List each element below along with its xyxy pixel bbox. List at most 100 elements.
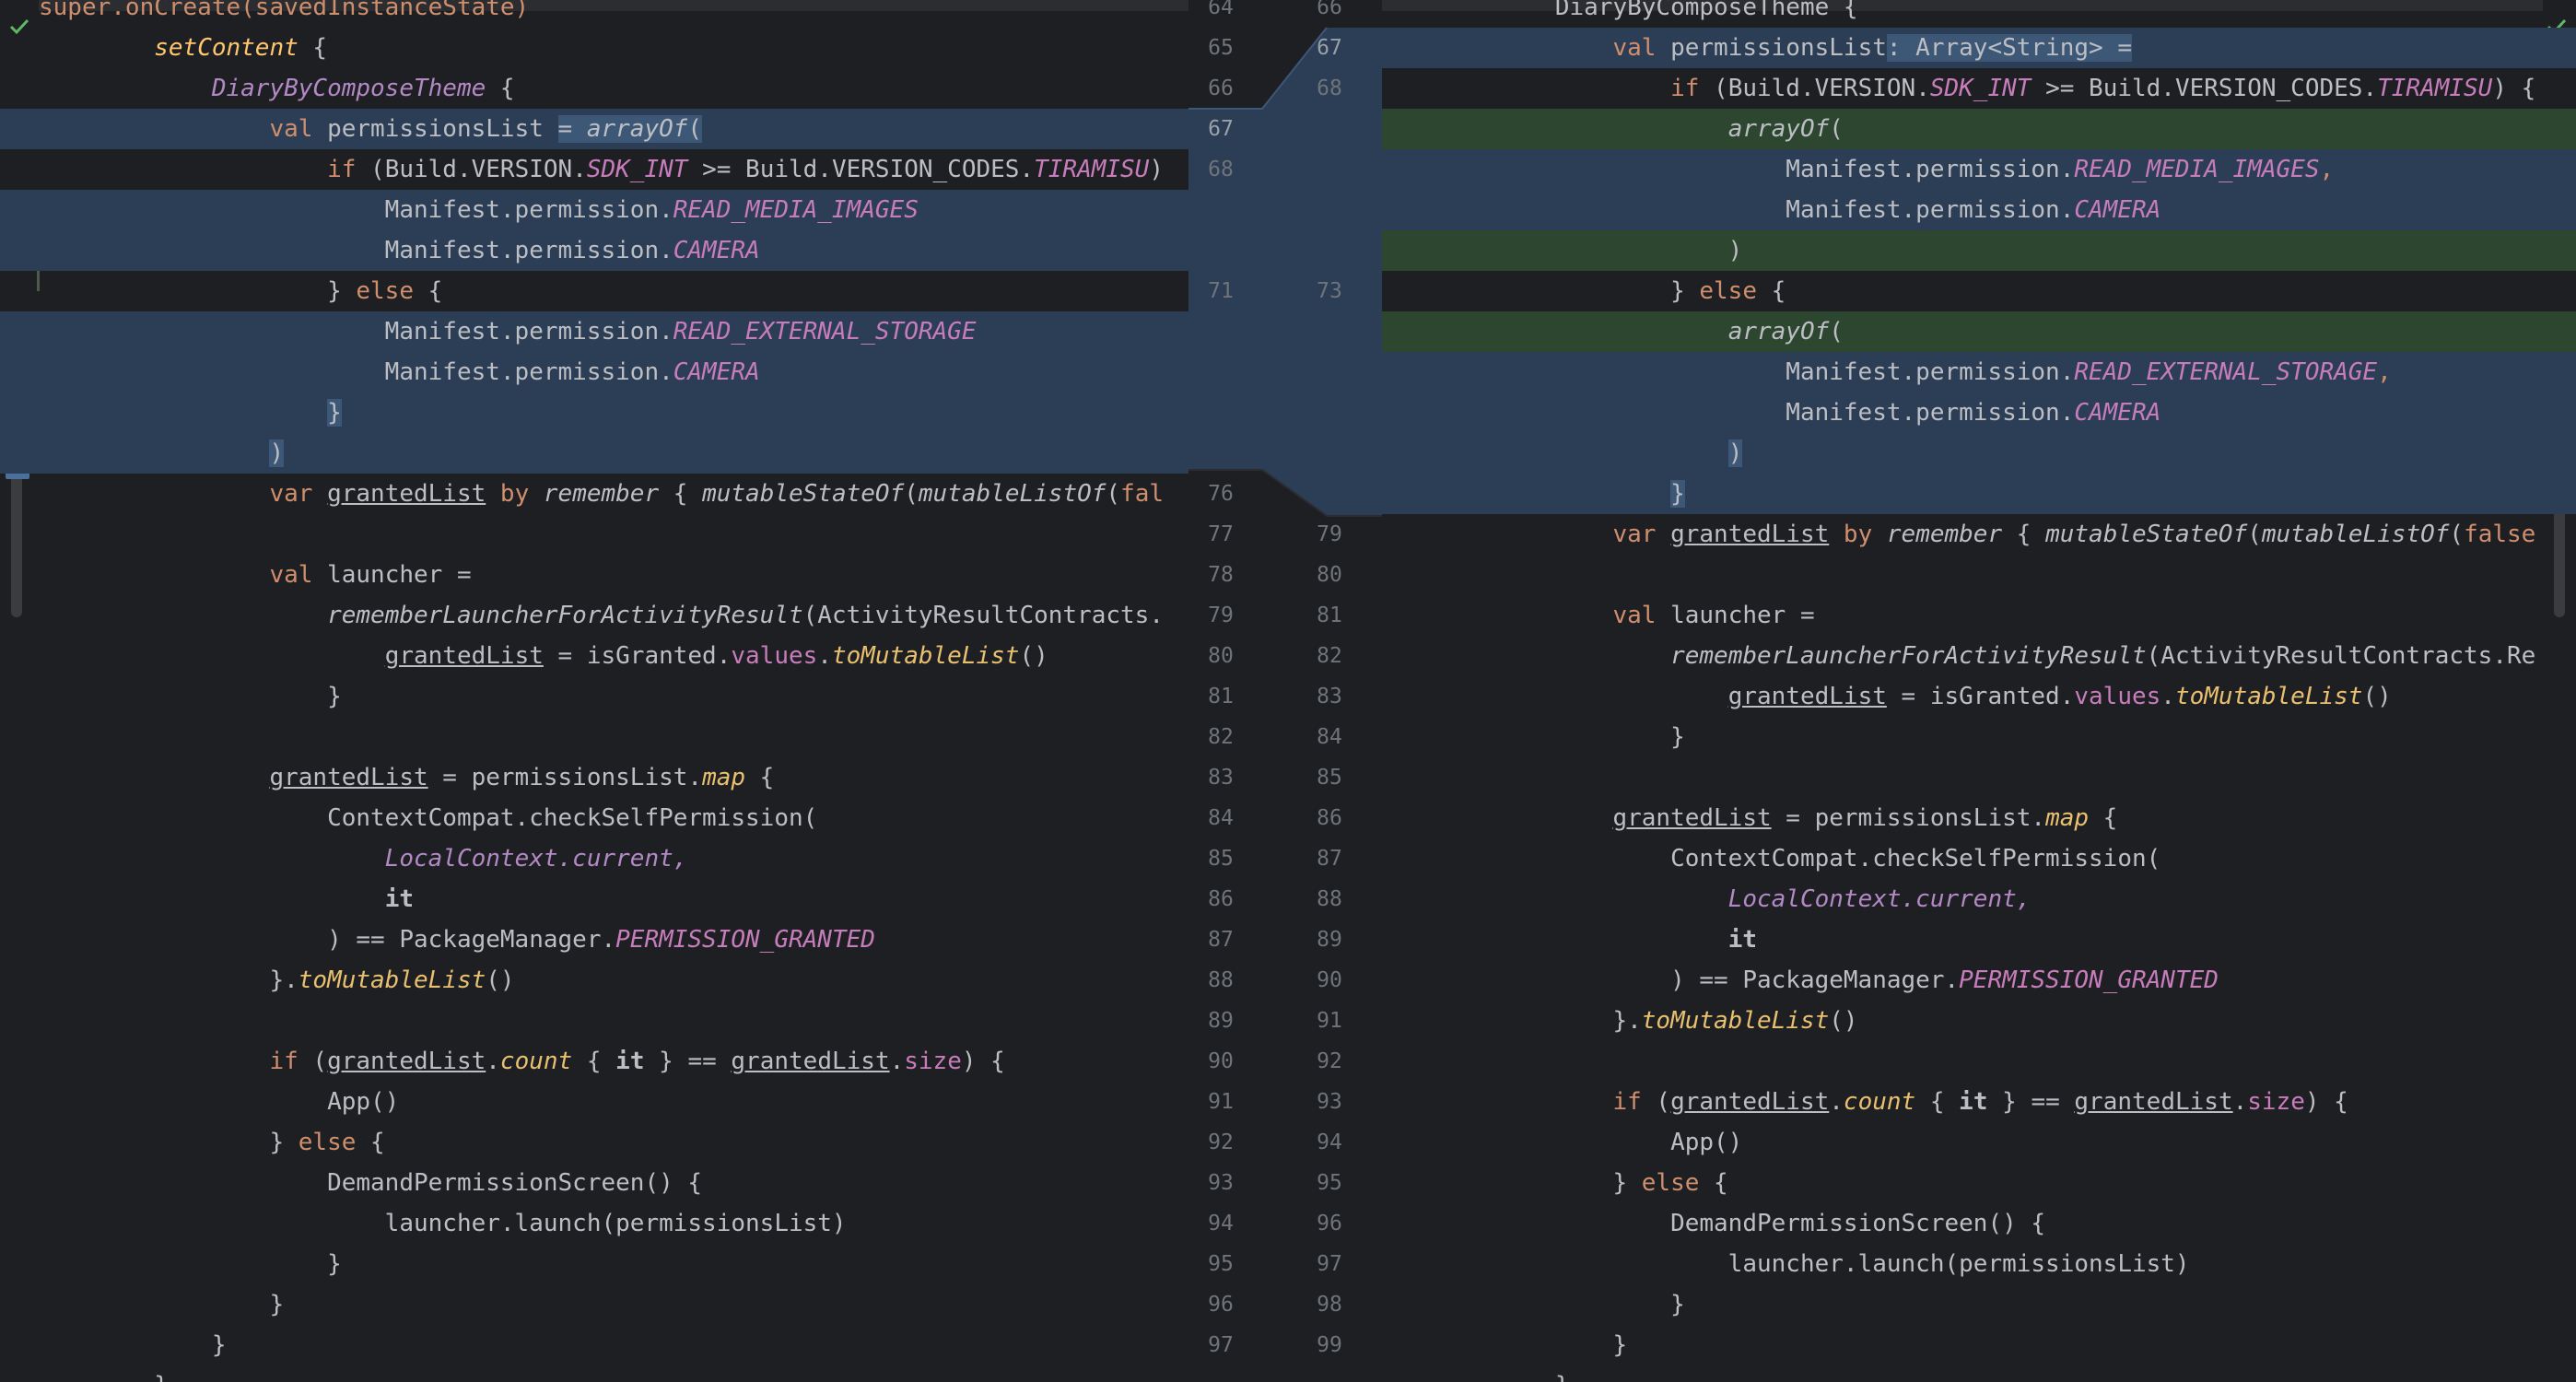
code-line[interactable]: DiaryByComposeTheme { bbox=[0, 68, 1188, 109]
code-token: arrayOf bbox=[1727, 318, 1830, 346]
code-line[interactable]: App() bbox=[1382, 1122, 2576, 1163]
code-line[interactable]: grantedList = isGranted.values.toMutable… bbox=[0, 636, 1188, 676]
code-line[interactable]: if (grantedList.count { it } == grantedL… bbox=[1382, 1082, 2576, 1122]
code-line[interactable]: ) == PackageManager.PERMISSION_GRANTED bbox=[0, 919, 1188, 960]
code-line[interactable]: Manifest.permission.CAMERA bbox=[1382, 392, 2576, 433]
code-line[interactable]: } bbox=[0, 676, 1188, 717]
code-line[interactable]: } bbox=[1382, 1365, 2576, 1382]
code-token bbox=[312, 480, 327, 508]
code-token: it bbox=[384, 885, 414, 913]
left-line-number: 79 bbox=[1208, 603, 1234, 627]
code-token: LocalContext bbox=[384, 845, 558, 873]
code-token: { bbox=[2089, 804, 2118, 832]
code-line[interactable]: } else { bbox=[0, 271, 1188, 311]
code-line[interactable]: val launcher = bbox=[0, 555, 1188, 595]
code-line[interactable]: grantedList = permissionsList.map { bbox=[1382, 798, 2576, 838]
code-line[interactable]: launcher.launch(permissionsList) bbox=[0, 1203, 1188, 1244]
code-line[interactable]: if (Build.VERSION.SDK_INT >= Build.VERSI… bbox=[1382, 68, 2576, 109]
code-line[interactable]: }.toMutableList() bbox=[1382, 1001, 2576, 1041]
code-line[interactable]: grantedList = permissionsList.map { bbox=[0, 757, 1188, 798]
code-line[interactable]: } bbox=[1382, 1325, 2576, 1365]
code-line[interactable]: DemandPermissionScreen() { bbox=[1382, 1203, 2576, 1244]
code-line[interactable]: Manifest.permission.CAMERA bbox=[1382, 190, 2576, 230]
code-token: CAMERA bbox=[2074, 399, 2161, 427]
code-line[interactable]: } bbox=[1382, 717, 2576, 757]
code-line[interactable]: ) bbox=[1382, 433, 2576, 474]
code-line[interactable]: Manifest.permission.READ_EXTERNAL_STORAG… bbox=[1382, 352, 2576, 392]
code-line[interactable]: } bbox=[1382, 1284, 2576, 1325]
code-token: { bbox=[486, 75, 515, 102]
code-line[interactable]: ) bbox=[1382, 230, 2576, 271]
code-line[interactable]: val permissionsList = arrayOf( bbox=[0, 109, 1188, 149]
code-line[interactable]: Manifest.permission.READ_EXTERNAL_STORAG… bbox=[0, 311, 1188, 352]
code-line[interactable]: } bbox=[0, 392, 1188, 433]
code-token: val bbox=[269, 115, 313, 143]
code-line[interactable]: } bbox=[0, 1244, 1188, 1284]
code-line[interactable] bbox=[1382, 555, 2576, 595]
code-line[interactable]: arrayOf( bbox=[1382, 311, 2576, 352]
code-line[interactable]: if (grantedList.count { it } == grantedL… bbox=[0, 1041, 1188, 1082]
code-line[interactable]: } bbox=[1382, 474, 2576, 514]
code-line[interactable]: ContextCompat.checkSelfPermission( bbox=[0, 798, 1188, 838]
code-line[interactable]: App() bbox=[0, 1082, 1188, 1122]
code-line[interactable]: } else { bbox=[0, 1122, 1188, 1163]
right-line-number: 99 bbox=[1317, 1333, 1342, 1357]
code-line[interactable] bbox=[1382, 757, 2576, 798]
code-token: } bbox=[327, 399, 342, 427]
code-token: } bbox=[1382, 1169, 1642, 1197]
code-line[interactable]: ) == PackageManager.PERMISSION_GRANTED bbox=[1382, 960, 2576, 1001]
code-line[interactable] bbox=[1382, 1041, 2576, 1082]
code-line[interactable] bbox=[0, 717, 1188, 757]
code-line[interactable] bbox=[0, 1001, 1188, 1041]
code-token: ) bbox=[1149, 156, 1164, 183]
left-code-area[interactable]: super.onCreate(savedInstanceState) setCo… bbox=[0, 0, 1188, 1382]
code-token: CAMERA bbox=[673, 358, 760, 386]
code-line[interactable]: rememberLauncherForActivityResult(Activi… bbox=[1382, 636, 2576, 676]
code-line[interactable]: it bbox=[0, 879, 1188, 919]
code-line[interactable]: rememberLauncherForActivityResult(Activi… bbox=[0, 595, 1188, 636]
code-line[interactable]: var grantedList by remember { mutableSta… bbox=[0, 474, 1188, 514]
code-line[interactable]: it bbox=[1382, 919, 2576, 960]
code-line[interactable]: Manifest.permission.CAMERA bbox=[0, 230, 1188, 271]
code-line[interactable]: arrayOf( bbox=[1382, 109, 2576, 149]
code-line[interactable]: setContent { bbox=[0, 28, 1188, 68]
code-line[interactable]: LocalContext.current, bbox=[0, 838, 1188, 879]
code-line[interactable]: } bbox=[0, 1284, 1188, 1325]
right-line-number: 93 bbox=[1317, 1090, 1342, 1114]
code-line[interactable]: super.onCreate(savedInstanceState) bbox=[0, 0, 1188, 28]
code-token: Manifest.permission. bbox=[1382, 196, 2075, 224]
code-token: CAMERA bbox=[2074, 196, 2161, 224]
code-line[interactable]: grantedList = isGranted.values.toMutable… bbox=[1382, 676, 2576, 717]
code-token: Manifest.permission. bbox=[39, 318, 673, 346]
code-line[interactable]: } else { bbox=[1382, 271, 2576, 311]
code-line[interactable]: val launcher = bbox=[1382, 595, 2576, 636]
left-line-number: 80 bbox=[1208, 644, 1234, 668]
code-line[interactable]: if (Build.VERSION.SDK_INT >= Build.VERSI… bbox=[0, 149, 1188, 190]
code-line[interactable]: Manifest.permission.READ_MEDIA_IMAGES bbox=[0, 190, 1188, 230]
code-line[interactable]: } else { bbox=[1382, 1163, 2576, 1203]
code-line[interactable]: }.toMutableList() bbox=[0, 960, 1188, 1001]
code-line[interactable]: DiaryByComposeTheme { bbox=[1382, 0, 2576, 28]
code-line[interactable]: ) bbox=[0, 433, 1188, 474]
code-token bbox=[39, 156, 327, 183]
code-line[interactable]: ContextCompat.checkSelfPermission( bbox=[1382, 838, 2576, 879]
code-token: permissionsList bbox=[312, 115, 558, 143]
code-line[interactable]: LocalContext.current, bbox=[1382, 879, 2576, 919]
left-line-number bbox=[1188, 311, 1253, 352]
code-line[interactable]: Manifest.permission.CAMERA bbox=[0, 352, 1188, 392]
code-line[interactable]: Manifest.permission.READ_MEDIA_IMAGES, bbox=[1382, 149, 2576, 190]
code-line[interactable]: val permissionsList: Array<String> = bbox=[1382, 28, 2576, 68]
code-line[interactable]: DemandPermissionScreen() { bbox=[0, 1163, 1188, 1203]
code-line[interactable]: launcher.launch(permissionsList) bbox=[1382, 1244, 2576, 1284]
left-editor-pane[interactable]: super.onCreate(savedInstanceState) setCo… bbox=[0, 0, 1188, 1382]
code-line[interactable] bbox=[0, 514, 1188, 555]
left-scrollbar[interactable] bbox=[11, 433, 22, 617]
right-code-area[interactable]: DiaryByComposeTheme { val permissionsLis… bbox=[1382, 0, 2576, 1382]
code-token: ( bbox=[687, 115, 703, 143]
code-token: super.onCreate(savedInstanceState) bbox=[39, 0, 530, 21]
code-line[interactable]: } bbox=[0, 1325, 1188, 1365]
code-line[interactable]: } bbox=[0, 1365, 1188, 1382]
code-line[interactable]: var grantedList by remember { mutableSta… bbox=[1382, 514, 2576, 555]
code-token: ( bbox=[2247, 521, 2262, 548]
right-editor-pane[interactable]: DiaryByComposeTheme { val permissionsLis… bbox=[1382, 0, 2576, 1382]
